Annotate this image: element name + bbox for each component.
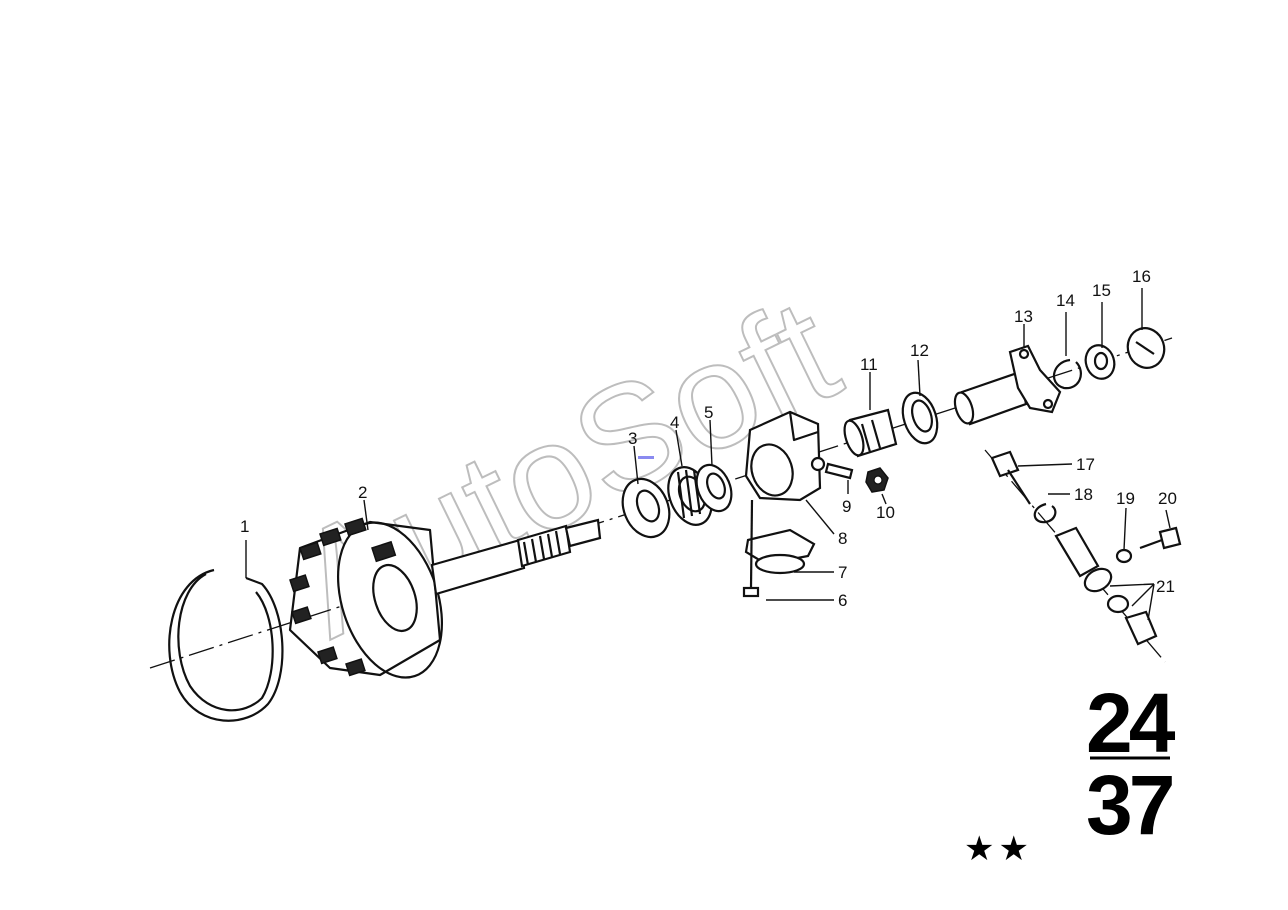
callout-3: 3 <box>628 429 637 448</box>
group-code-top: 24 <box>1086 676 1176 770</box>
part-19-washer <box>1115 548 1133 564</box>
part-20-bolt <box>1139 526 1182 550</box>
part-17-screw <box>990 450 1031 505</box>
part-11-bushing <box>843 408 898 458</box>
callout-2: 2 <box>358 483 367 502</box>
part-13-flange-tube <box>953 344 1062 426</box>
part-14-circlip <box>1053 358 1082 390</box>
callout-7: 7 <box>838 563 847 582</box>
part-1-snap-ring <box>168 568 284 722</box>
callout-8: 8 <box>838 529 847 548</box>
callout-17: 17 <box>1076 455 1095 474</box>
blue-marker <box>638 456 654 459</box>
callout-18: 18 <box>1074 485 1093 504</box>
callout-19: 19 <box>1116 489 1135 508</box>
star-rating-marks: ★★ <box>964 829 1033 869</box>
group-code-block: 24 37 <box>1086 676 1180 852</box>
part-9-pin <box>824 462 854 480</box>
part-16-cap <box>1126 327 1166 369</box>
callout-labels: 1 2 3 4 5 6 7 8 9 10 11 12 13 14 15 16 1… <box>240 267 1177 610</box>
callout-13: 13 <box>1014 307 1033 326</box>
callout-16: 16 <box>1132 267 1151 286</box>
callout-4: 4 <box>670 413 679 432</box>
callout-21: 21 <box>1156 577 1175 596</box>
callout-6: 6 <box>838 591 847 610</box>
part-21-sleeve-assembly <box>1054 526 1158 646</box>
callout-11: 11 <box>860 355 878 374</box>
part-7-mount-bracket <box>744 528 816 575</box>
part-2-clutch-drum <box>288 517 602 679</box>
group-code-bottom: 37 <box>1086 758 1173 852</box>
callout-14: 14 <box>1056 291 1075 310</box>
callout-12: 12 <box>910 341 929 360</box>
part-5-bearing-race <box>695 463 733 513</box>
leader-lines <box>245 288 1171 621</box>
callout-5: 5 <box>704 403 713 422</box>
callout-20: 20 <box>1158 489 1177 508</box>
callout-15: 15 <box>1092 281 1111 300</box>
part-6-bolt <box>742 499 760 598</box>
part-15-washer <box>1084 344 1116 380</box>
part-8-housing <box>744 410 826 502</box>
part-3-washer <box>621 477 671 539</box>
part-12-ring <box>901 391 939 445</box>
part-18-clip <box>1033 502 1057 524</box>
callout-9: 9 <box>842 497 851 516</box>
callout-10: 10 <box>876 503 895 522</box>
callout-1: 1 <box>240 517 249 536</box>
part-10-nut <box>865 467 889 493</box>
